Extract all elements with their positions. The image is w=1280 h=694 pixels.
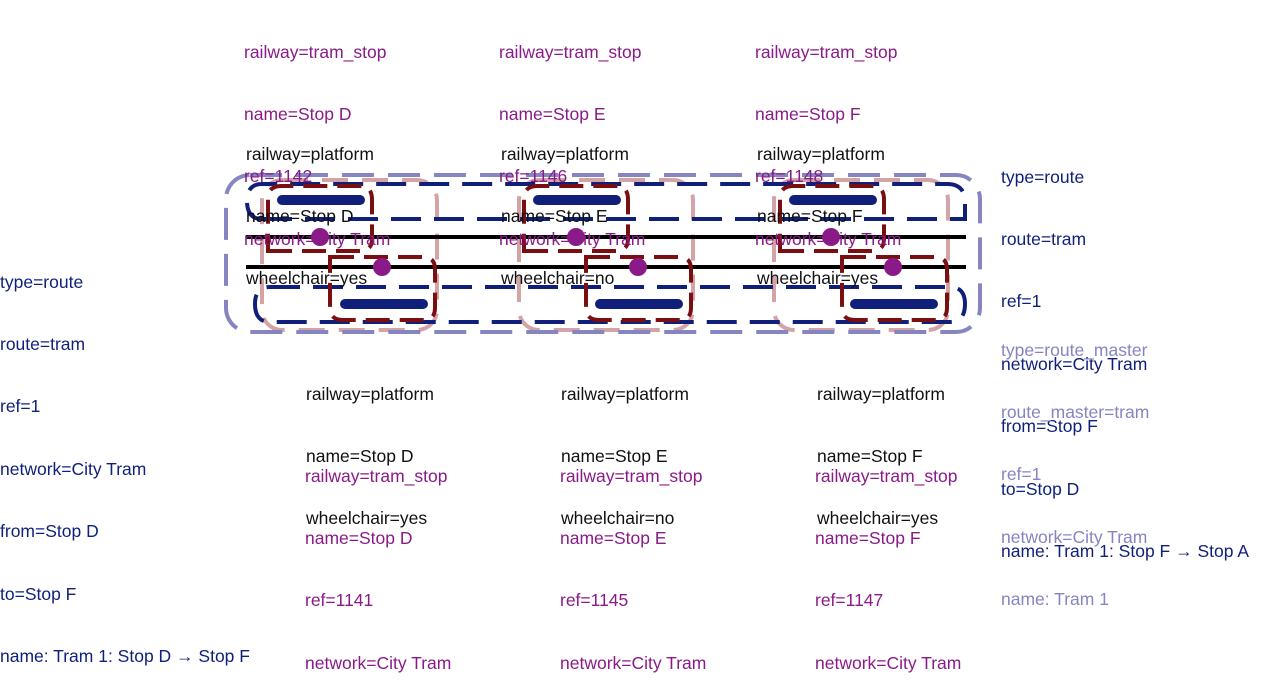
tram-stop-tags-d-top: railway=tram_stop name=Stop D ref=1142 n… <box>244 0 390 270</box>
route-outlines <box>244 182 968 324</box>
tag-line: name=Stop F <box>817 445 923 466</box>
tag-line: ref=1147 <box>815 590 884 611</box>
tag-line: name=Stop D <box>244 103 352 124</box>
route-master-outline <box>224 173 982 334</box>
stop-groups <box>266 184 949 322</box>
tag-line: railway=platform <box>246 143 374 164</box>
stop-group-f-bottom <box>840 255 949 322</box>
tag-line: network=City Tram <box>815 652 962 673</box>
tag-line: network=City Tram <box>0 458 147 479</box>
stop-group-e-bottom <box>584 255 693 322</box>
tag-line: to=Stop D <box>1001 478 1080 499</box>
tag-line: railway=tram_stop <box>560 465 703 486</box>
stop-group-e-top <box>522 184 630 253</box>
tag-line: name=Stop F <box>757 205 863 226</box>
stop-group-f-top <box>778 184 886 253</box>
tag-line: name=Stop D <box>306 445 414 466</box>
route-forward-tags: type=route route=tram ref=1 network=City… <box>0 230 250 688</box>
platform-tags-f-top: railway=platform name=Stop F wheelchair=… <box>757 102 885 310</box>
tag-line: railway=platform <box>817 383 945 404</box>
tag-line: railway=tram_stop <box>244 41 387 62</box>
tag-line: ref=1145 <box>560 590 629 611</box>
stop-group-d-top <box>266 184 374 253</box>
tram-stop-tags-d-bottom: railway=tram_stop name=Stop D ref=1141 n… <box>305 424 451 694</box>
tag-line: ref=1146 <box>499 166 568 187</box>
tag-line: type=route_master <box>1001 339 1148 360</box>
tag-line: network=City Tram <box>755 228 902 249</box>
tag-line: network=City Tram <box>499 228 646 249</box>
tag-line: name: Tram 1: Stop D → Stop F <box>0 645 250 666</box>
tag-line: network=City Tram <box>560 652 707 673</box>
tram-stop-tags-e-bottom: railway=tram_stop name=Stop E ref=1145 n… <box>560 424 706 694</box>
stop-position-e-lower <box>629 258 647 276</box>
stop-position-d-upper <box>311 228 329 246</box>
tram-stop-tags-f-bottom: railway=tram_stop name=Stop F ref=1147 n… <box>815 424 961 694</box>
tag-line: type=route <box>1001 166 1085 187</box>
tag-line: name=Stop D <box>246 205 354 226</box>
stop-position-e-upper <box>567 228 585 246</box>
stop-positions <box>311 228 902 276</box>
tag-line: name=Stop F <box>815 527 921 548</box>
tag-line: network=City Tram <box>1001 353 1148 374</box>
tag-line: ref=1142 <box>244 166 313 187</box>
tag-line: wheelchair=yes <box>246 268 368 289</box>
tag-line: railway=platform <box>306 383 434 404</box>
tag-line: ref=1141 <box>305 590 374 611</box>
tram-stop-tags-f-top: railway=tram_stop name=Stop F ref=1148 n… <box>755 0 901 270</box>
tag-line: railway=platform <box>757 143 885 164</box>
tag-line: type=route <box>0 271 84 292</box>
tag-line: wheelchair=no <box>501 268 615 289</box>
stop-position-f-lower <box>884 258 902 276</box>
tag-line: ref=1 <box>0 396 41 417</box>
tag-line: railway=tram_stop <box>499 41 642 62</box>
tag-line: ref=1 <box>1001 464 1042 485</box>
platform-tags-e-top: railway=platform name=Stop E wheelchair=… <box>501 102 629 310</box>
tag-line: railway=tram_stop <box>815 465 958 486</box>
tag-line: to=Stop F <box>0 583 77 604</box>
tag-line: railway=tram_stop <box>755 41 898 62</box>
stop-area-e <box>517 178 695 332</box>
tag-line: ref=1 <box>1001 291 1042 312</box>
tag-line: name=Stop E <box>560 527 667 548</box>
tag-line: network=City Tram <box>244 228 391 249</box>
tag-line: name: Tram 1 <box>1001 589 1109 610</box>
stop-group-d-bottom <box>328 255 437 322</box>
tag-line: railway=platform <box>501 143 629 164</box>
tag-line: from=Stop F <box>1001 416 1098 437</box>
tag-line: railway=platform <box>561 383 689 404</box>
tag-line: name=Stop F <box>755 103 861 124</box>
tag-line: route=tram <box>0 333 86 354</box>
stop-position-f-upper <box>822 228 840 246</box>
tag-line: name=Stop D <box>305 527 413 548</box>
tag-line: railway=tram_stop <box>305 465 448 486</box>
tag-line: ref=1148 <box>755 166 824 187</box>
tag-line: network=City Tram <box>305 652 452 673</box>
tag-line: from=Stop D <box>0 521 99 542</box>
tag-line: wheelchair=yes <box>757 268 879 289</box>
tag-line: name=Stop E <box>561 445 668 466</box>
route-master-tags: type=route_master route_master=tram ref=… <box>1001 298 1149 631</box>
tag-line: name=Stop E <box>501 205 608 226</box>
stop-position-d-lower <box>373 258 391 276</box>
tram-stop-tags-e-top: railway=tram_stop name=Stop E ref=1146 n… <box>499 0 645 270</box>
tag-line: route=tram <box>1001 228 1087 249</box>
platforms <box>277 195 938 309</box>
tag-line: network=City Tram <box>1001 526 1148 547</box>
tag-line: route_master=tram <box>1001 401 1150 422</box>
route-forward-outline <box>252 285 968 324</box>
tracks <box>246 235 966 269</box>
tag-line: name=Stop E <box>499 103 606 124</box>
route-backward-outline <box>244 182 967 221</box>
transit-diagram <box>224 173 982 334</box>
platform-tags-d-top: railway=platform name=Stop D wheelchair=… <box>246 102 374 310</box>
